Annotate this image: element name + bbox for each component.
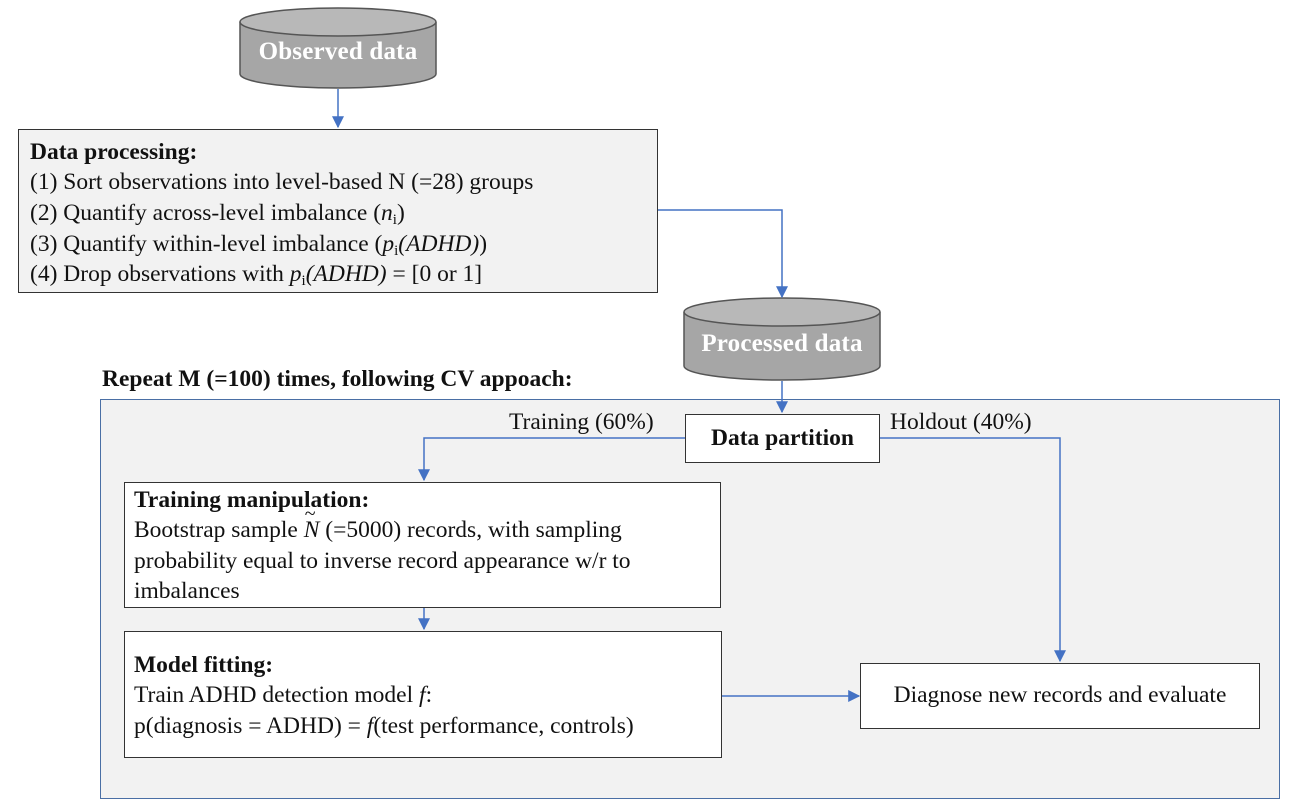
observed-data-cylinder — [239, 7, 437, 89]
diagnose-label: Diagnose new records and evaluate — [893, 682, 1227, 708]
processing-title: Data processing: — [30, 139, 198, 165]
model-line-1: Train ADHD detection model f: — [134, 682, 433, 708]
training-line-3: imbalances — [134, 578, 240, 604]
diagnose-box: Diagnose new records and evaluate — [860, 663, 1260, 729]
training-line-2: probability equal to inverse record appe… — [134, 548, 631, 574]
repeat-label: Repeat M (=100) times, following CV appo… — [102, 366, 573, 392]
model-fitting-box: Model fitting: Train ADHD detection mode… — [124, 631, 722, 758]
model-title: Model fitting: — [134, 652, 274, 678]
training-manipulation-box: Training manipulation: Bootstrap sample … — [124, 482, 721, 608]
holdout-edge-label: Holdout (40%) — [890, 409, 1032, 435]
processed-data-label: Processed data — [701, 330, 863, 357]
processing-step-3: (3) Quantify within-level imbalance (pi(… — [30, 231, 488, 259]
training-edge-label: Training (60%) — [509, 409, 654, 435]
model-line-2: p(diagnosis = ADHD) = f(test performance… — [134, 713, 634, 739]
data-partition-label: Data partition — [711, 425, 854, 451]
arrow-partition-to-diagnose — [880, 437, 1066, 663]
arrow-processing-to-processed — [658, 209, 788, 299]
diagram-connectors — [239, 7, 1066, 702]
data-processing-box: Data processing: (1) Sort observations i… — [18, 129, 658, 293]
data-partition-box: Data partition — [685, 414, 880, 463]
training-title: Training manipulation: — [134, 487, 370, 513]
processing-step-4: (4) Drop observations with pi(ADHD) = [0… — [30, 261, 483, 289]
training-line-1: Bootstrap sample N (=5000) records, with… — [134, 499, 622, 546]
processing-step-2: (2) Quantify across-level imbalance (ni) — [30, 200, 405, 228]
processed-data-cylinder — [683, 297, 881, 381]
arrow-partition-to-training — [418, 437, 686, 482]
processing-step-1: (1) Sort observations into level-based N… — [30, 169, 534, 195]
observed-data-label: Observed data — [258, 38, 418, 65]
